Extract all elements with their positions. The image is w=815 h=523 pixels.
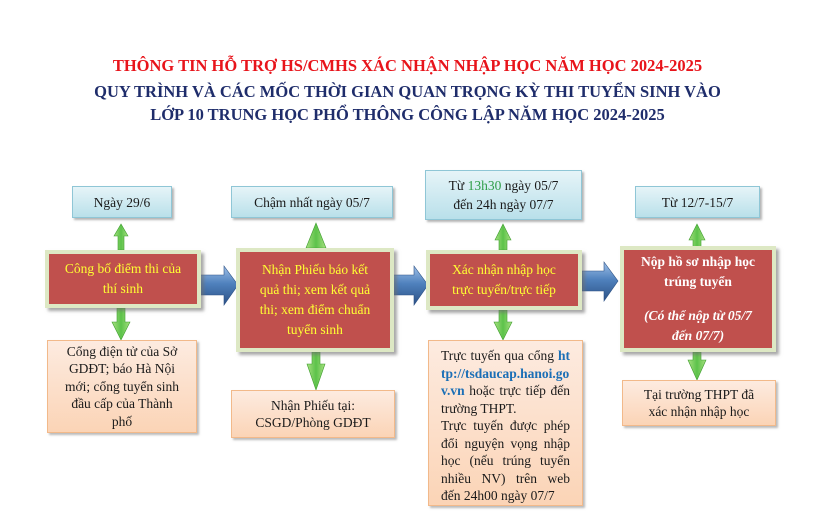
step4-line: Nộp hồ sơ nhập học [640, 254, 756, 269]
step2-note-line: Nhận Phiếu tại: [270, 397, 355, 413]
arrow-right-2-3-icon [391, 265, 429, 306]
arrow-right-1-2-icon [199, 265, 239, 306]
step2-note-line: CSGD/Phòng GDĐT [255, 415, 371, 430]
step4-spacer [641, 292, 755, 306]
step3-note-text: Trực tuyến qua cổng [441, 348, 558, 363]
title-line-1: THÔNG TIN HỖ TRỢ HS/CMHS XÁC NHẬN NHẬP H… [112, 56, 703, 75]
step3-line: trực tuyến/trực tiếp [452, 282, 556, 297]
step3-note-para2: Trực tuyến được phép đổi nguyện vọng nhậ… [441, 418, 570, 503]
step2-line: thi; xem điểm chuẩn [259, 302, 371, 317]
step1-date: Ngày 29/6 [93, 194, 151, 210]
arrow-up-step2-icon [305, 222, 327, 249]
step1-note-line: mới; cổng tuyển sinh [64, 378, 179, 394]
step2-date-box: Chậm nhất ngày 05/7 [231, 186, 393, 218]
step4-date-box: Từ 12/7-15/7 [635, 186, 760, 218]
arrow-down-step3-icon [493, 309, 513, 341]
step2-line: quả thi; xem kết quả [259, 282, 371, 297]
step4-note-line: (Có thể nộp từ 05/7 [644, 308, 752, 323]
step1-box: Công bố điểm thi của thí sinh [45, 250, 201, 308]
step3-note-para1: Trực tuyến qua cổng http://tsdaucap.hano… [441, 347, 570, 417]
step3-date-box: Từ 13h30 ngày 05/7 đến 24h ngày 07/7 [425, 170, 582, 220]
step3-date-line1: Từ 13h30 ngày 05/7 [449, 176, 559, 195]
arrow-down-step1-icon [111, 307, 131, 341]
arrow-right-3-4-icon [581, 261, 619, 302]
step3-note-box: Trực tuyến qua cổng http://tsdaucap.hano… [428, 340, 583, 506]
arrow-up-step3-icon [494, 223, 512, 251]
step3-date-highlight: 13h30 [467, 178, 502, 193]
step3-note-text: hoặc trực tiếp đến trường THPT. [441, 383, 570, 416]
tsdaucap-link[interactable]: http://tsdaucap.hanoi.gov.vn [441, 348, 570, 398]
arrow-up-step4-icon [688, 223, 706, 249]
step1-note-box: Cổng điện tử của Sở GDĐT; báo Hà Nội mới… [47, 340, 197, 433]
step4-note-line: xác nhận nhập học [648, 404, 750, 419]
step3-date-prefix: Từ [448, 178, 468, 193]
step1-note-line: GDĐT; báo Hà Nội [68, 361, 176, 377]
step1-date-box: Ngày 29/6 [72, 186, 172, 218]
arrow-down-step2-icon [306, 351, 326, 391]
step2-line: Nhận Phiếu báo kết [261, 262, 369, 277]
step4-line: trúng tuyển [664, 274, 732, 289]
step4-note-line: Tại trường THPT đã [643, 386, 755, 402]
step3-date-suffix: ngày 05/7 [501, 178, 559, 193]
step3-box: Xác nhận nhập học trực tuyến/trực tiếp [426, 250, 582, 310]
arrow-up-step1-icon [113, 223, 129, 251]
step2-date: Chậm nhất ngày 05/7 [254, 194, 370, 210]
step4-date: Từ 12/7-15/7 [661, 194, 734, 210]
step4-note-line: đến 07/7) [671, 328, 725, 343]
step2-note-box: Nhận Phiếu tại: CSGD/Phòng GDĐT [231, 390, 395, 438]
step1-note-line: phố [111, 413, 133, 429]
arrow-down-step4-icon [687, 351, 707, 381]
step1-note-line: Cổng điện tử của Sở [66, 343, 178, 359]
step2-line: tuyển sinh [287, 322, 343, 337]
step3-line: Xác nhận nhập học [452, 262, 556, 277]
step1-line1: Công bố điểm thi của [64, 261, 182, 276]
title-line-2: QUY TRÌNH VÀ CÁC MỐC THỜI GIAN QUAN TRỌN… [94, 82, 721, 101]
step4-box: Nộp hồ sơ nhập học trúng tuyển (Có thể n… [620, 246, 776, 352]
step2-box: Nhận Phiếu báo kết quả thi; xem kết quả … [236, 248, 394, 352]
step1-line2: thí sinh [102, 281, 144, 296]
step3-date-line2: đến 24h ngày 07/7 [453, 197, 554, 212]
step1-note-line: đầu cấp của Thành [71, 396, 173, 412]
title-line-3: LỚP 10 TRUNG HỌC PHỔ THÔNG CÔNG LẬP NĂM … [150, 105, 665, 124]
step4-note-box: Tại trường THPT đã xác nhận nhập học [622, 380, 776, 426]
